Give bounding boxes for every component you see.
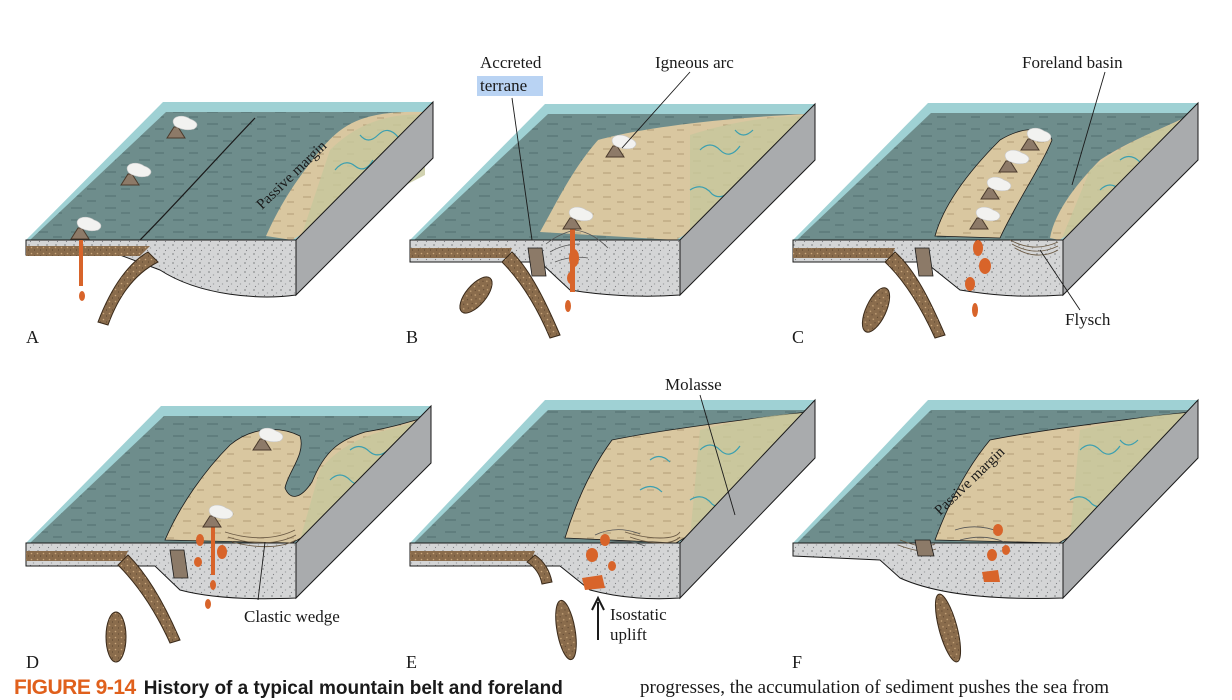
accreted-label: Accreted (480, 53, 542, 72)
flysch-label: Flysch (1065, 310, 1111, 329)
clastic-wedge-label: Clastic wedge (244, 607, 340, 626)
magma-blob (973, 240, 983, 256)
magma-blob (993, 524, 1003, 536)
panel-c: Foreland basin Flysch C (792, 53, 1199, 347)
figure-caption: FIGURE 9-14 History of a typical mountain… (14, 676, 1224, 700)
detached-slab (105, 611, 127, 663)
crust-side (1062, 398, 1199, 600)
panel-letter-f: F (792, 652, 802, 672)
oceanic-crust (793, 248, 895, 258)
magma-blob (569, 249, 579, 267)
panel-b: Accreted terrane Igneous arc B (406, 53, 816, 347)
detached-slab (459, 276, 493, 314)
caption-body-fragment: progresses, the accumulation of sediment… (640, 677, 1110, 698)
accreted-terrane-block (914, 247, 934, 277)
panel-e: Molasse Isostatic uplift E (406, 375, 816, 672)
oceanic-crust (410, 551, 535, 561)
subducting-slab (97, 251, 159, 326)
terrane-highlight (477, 76, 543, 96)
magma-blob (582, 575, 605, 590)
panel-d: Clastic wedge D (25, 404, 432, 672)
panel-letter-d: D (26, 652, 39, 672)
magma-blob (210, 580, 216, 590)
magma-blob (586, 548, 598, 562)
magma-blob (965, 277, 975, 291)
magma-blob (567, 272, 575, 284)
crust-side (295, 100, 434, 297)
isostatic-label: Isostatic (610, 605, 667, 624)
magma-blob (79, 291, 85, 301)
magma-blob (196, 534, 204, 546)
molasse-layers (624, 531, 681, 544)
oceanic-crust (410, 248, 512, 258)
clastic-wedge-layers (224, 529, 297, 548)
panel-a: Passive margin A (25, 100, 434, 347)
molasse-label: Molasse (665, 375, 722, 394)
accreted-terrane-block (914, 539, 935, 557)
magma-blob (987, 549, 997, 561)
detached-slab (934, 593, 962, 663)
crust-side (295, 404, 432, 600)
magma-blob (608, 561, 616, 571)
subducting-slab (884, 251, 946, 339)
oceanic-crust (26, 246, 150, 256)
detached-slab (861, 287, 891, 333)
magma-blob (972, 303, 978, 317)
magma-blob (565, 300, 571, 312)
leader-line (621, 71, 691, 149)
magma-blob (217, 545, 227, 559)
uplift-label: uplift (610, 625, 647, 644)
subducting-slab (501, 251, 561, 339)
leader-line (511, 97, 533, 241)
panel-letter-c: C (792, 327, 804, 347)
accreted-terrane-block (169, 549, 189, 579)
subducting-slab (526, 554, 553, 585)
crust-side (679, 102, 816, 297)
panel-letter-e: E (406, 652, 417, 672)
river-lines (639, 444, 741, 508)
magma-blob (979, 258, 991, 274)
foreland-basin-label: Foreland basin (1022, 53, 1123, 72)
magma-blob (1002, 545, 1010, 555)
accreted-terrane-block (527, 247, 547, 277)
figure-number: FIGURE 9-14 (14, 676, 136, 699)
trench-line (139, 117, 256, 241)
detached-slab (555, 599, 577, 661)
panel-f: Passive margin F (792, 398, 1199, 672)
flysch-layers (1009, 239, 1059, 256)
crust-side (679, 398, 816, 600)
magma-blob (600, 534, 610, 546)
terrane-label: terrane (480, 76, 527, 95)
subducting-slab (117, 554, 181, 644)
magma-blob (205, 599, 211, 609)
magma-conduit (211, 520, 215, 575)
panel-letter-b: B (406, 327, 418, 347)
crust-side (1062, 101, 1199, 297)
figure-title: History of a typical mountain belt and f… (143, 678, 563, 699)
panel-letter-a: A (26, 327, 39, 347)
magma-blob (194, 557, 202, 567)
leader-line (1039, 249, 1081, 311)
arrow-up-icon (591, 595, 605, 640)
leader-line (699, 394, 736, 516)
magma-blob (982, 570, 1000, 582)
magma-conduit (79, 240, 83, 286)
leader-line (257, 541, 266, 601)
leader-line (1071, 71, 1106, 186)
igneous-arc-label: Igneous arc (655, 53, 734, 72)
oceanic-crust (26, 551, 128, 561)
